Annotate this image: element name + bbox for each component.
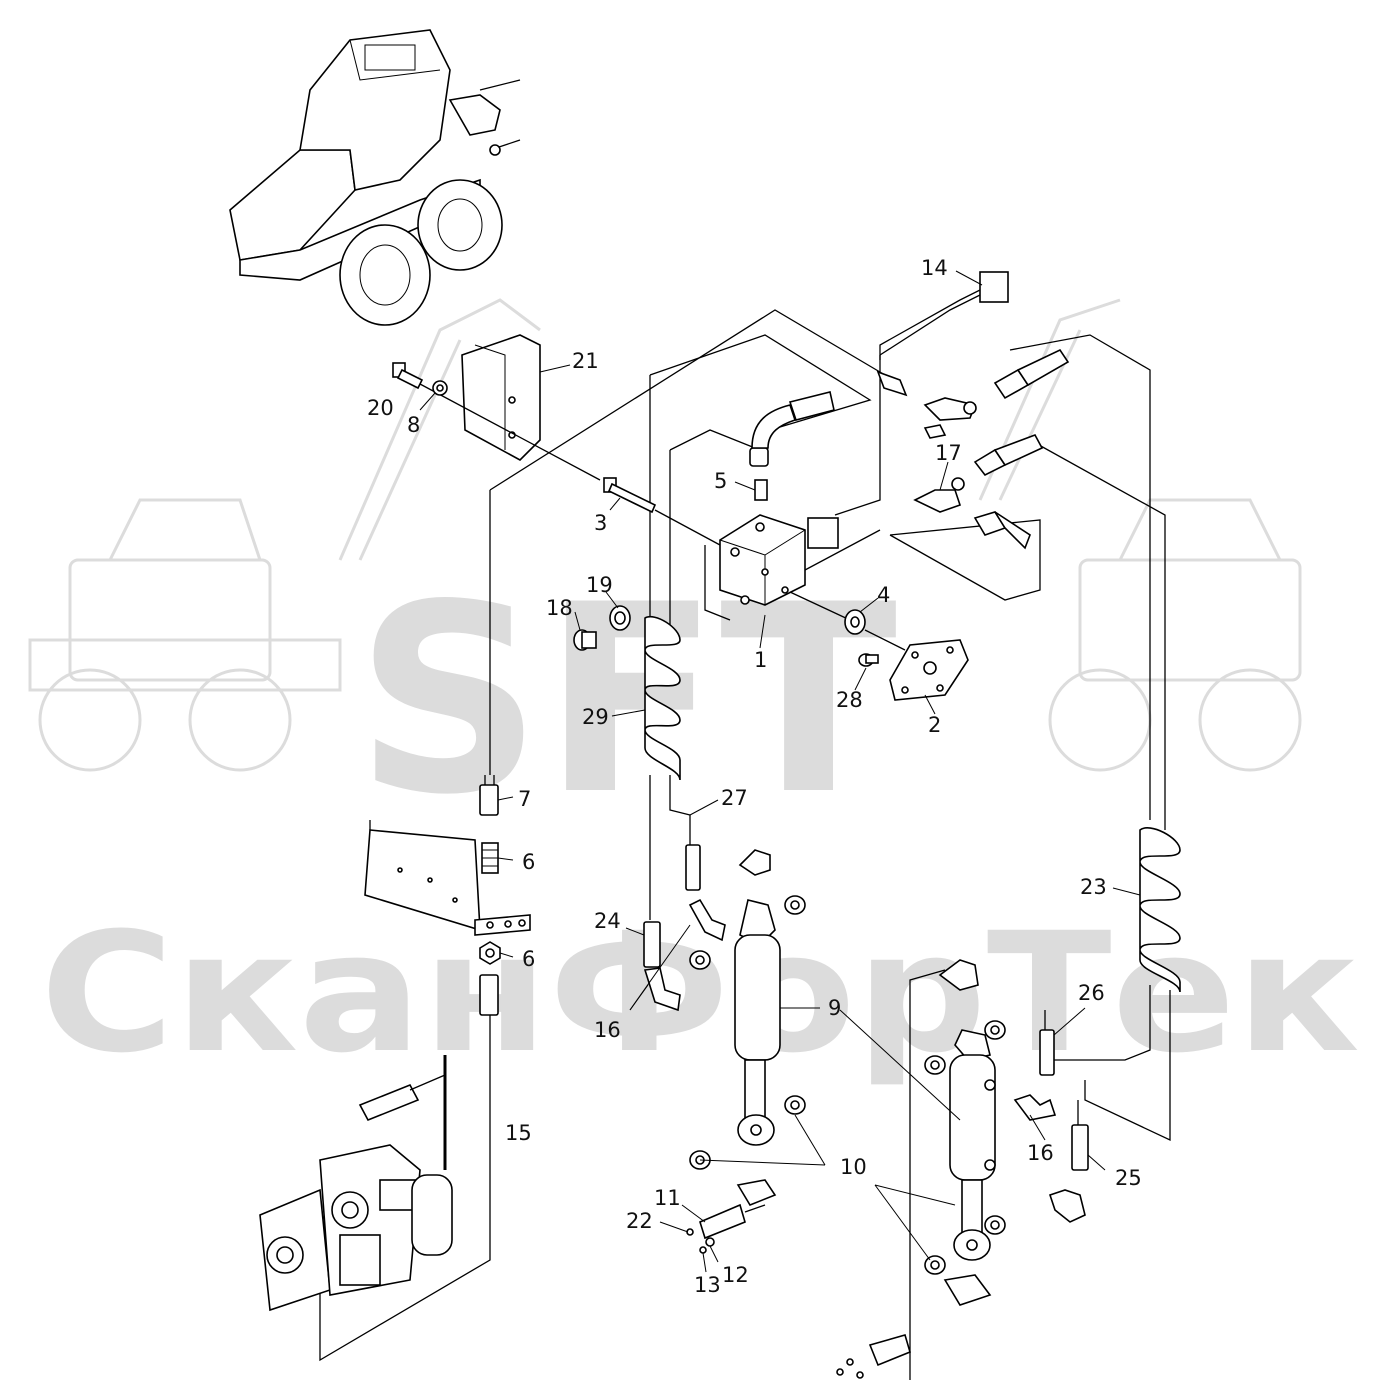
part-28-screw (858, 653, 879, 667)
part-5-fitting (749, 391, 835, 501)
watermark-tractor-left-icon (28, 498, 342, 772)
part-27-fitting (685, 815, 701, 891)
part-16-elbow-right-upper (1013, 1094, 1057, 1121)
callout-26: 26 (1078, 981, 1105, 1005)
part-8-washer (432, 380, 448, 396)
callout-14: 14 (921, 256, 948, 280)
callout-labels: 14 21 20 8 5 17 3 4 19 18 1 28 29 2 7 27… (367, 256, 1142, 1297)
part-9-hydraulic-cylinder (734, 849, 781, 1206)
callout-15: 15 (505, 1121, 532, 1145)
leader-lines (419, 270, 1141, 1273)
part-19-washer (609, 605, 631, 631)
callout-20: 20 (367, 396, 394, 420)
callout-3: 3 (594, 511, 607, 535)
callout-16-right: 16 (1027, 1141, 1054, 1165)
watermark-logo-text: SFT (355, 550, 899, 852)
callout-9: 9 (828, 996, 841, 1020)
callout-12: 12 (722, 1263, 749, 1287)
part-16-elbow-upper-left (688, 898, 726, 942)
part-12-washer (705, 1237, 715, 1247)
hydraulic-pump-illustration (259, 1055, 453, 1312)
callout-16-left: 16 (594, 1018, 621, 1042)
part-21-bracket (461, 334, 541, 461)
callout-8: 8 (407, 413, 420, 437)
callout-2: 2 (928, 713, 941, 737)
callout-19: 19 (586, 573, 613, 597)
callout-4: 4 (877, 583, 890, 607)
right-hydraulic-cylinder (836, 959, 996, 1379)
mounting-plate (364, 820, 531, 936)
part-23-spiral-guard (1139, 827, 1181, 993)
hose-couplings-top (876, 348, 1070, 439)
part-13-screw (699, 1246, 707, 1254)
callout-13: 13 (694, 1273, 721, 1297)
callout-6-upper: 6 (522, 850, 535, 874)
callout-6-lower: 6 (522, 947, 535, 971)
callout-27: 27 (721, 786, 748, 810)
part-26-fitting (1039, 1010, 1055, 1076)
part-25-fitting (1071, 1100, 1089, 1171)
watermark-crane-icon (338, 298, 541, 561)
callout-5: 5 (714, 469, 727, 493)
part-6-nut-lower (479, 941, 501, 965)
part-20-bolt (392, 362, 601, 481)
part-1-valve-block (719, 514, 851, 621)
routing-lines (319, 294, 1171, 1380)
callout-25: 25 (1115, 1166, 1142, 1190)
part-14-connector (879, 271, 1009, 360)
part-29-spiral-guard (644, 615, 681, 781)
callout-11: 11 (654, 1186, 681, 1210)
callout-18: 18 (546, 596, 573, 620)
part-11-pin (699, 1203, 766, 1240)
callout-10: 10 (840, 1155, 867, 1179)
callout-22: 22 (626, 1209, 653, 1233)
part-16-elbow-right-lower (1048, 1189, 1086, 1223)
part-6-fitting-upper (481, 842, 499, 874)
part-4-spacer (844, 609, 906, 651)
callout-24: 24 (594, 909, 621, 933)
callout-1: 1 (754, 648, 767, 672)
part-2-plate (889, 639, 969, 701)
callout-23: 23 (1080, 875, 1107, 899)
part-24-fitting (643, 921, 661, 968)
callout-28: 28 (836, 688, 863, 712)
part-3-bolt (603, 477, 721, 546)
part-15-hose-end (479, 974, 499, 1016)
part-18-plug (573, 629, 597, 651)
callout-21: 21 (572, 349, 599, 373)
machine-overview-illustration (229, 29, 521, 326)
callout-17: 17 (935, 441, 962, 465)
watermark-harvester-right-icon (978, 298, 1302, 772)
callout-29: 29 (582, 705, 609, 729)
washers-right-cylinder (924, 1020, 1006, 1275)
callout-7: 7 (518, 787, 531, 811)
part-17-tee (807, 434, 1044, 550)
